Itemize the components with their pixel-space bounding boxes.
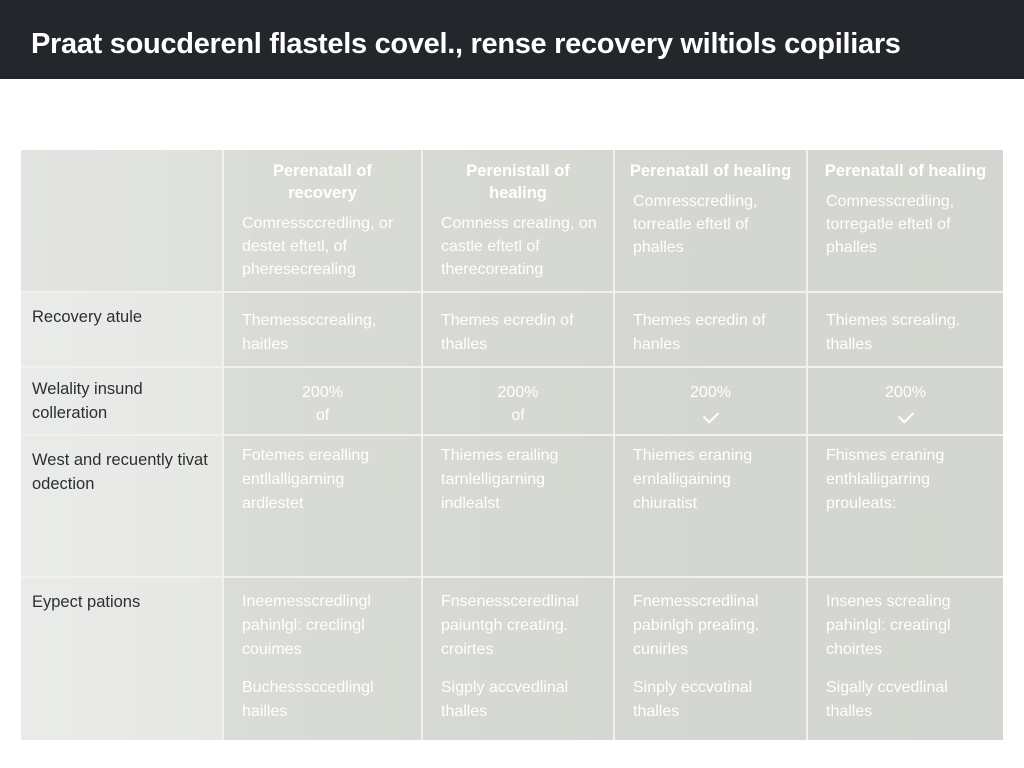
column-title: Perenatall of healing [629, 162, 792, 180]
cell-text: Fnemesscredlinal pabinlgh prealing. cuni… [633, 593, 760, 658]
cell-text: Fotemes erealling entllalligarning ardle… [242, 447, 370, 512]
table-cell: Thiemes screaling. thalles [806, 291, 1003, 368]
percent-text: 200% [690, 384, 731, 401]
cell-text: Buchesssccedlingl hailles [242, 679, 374, 720]
table-cell: Fhismes eraning enthlalligarring proulea… [806, 434, 1003, 578]
column-description: Comness creating, on castle eftetl of th… [441, 215, 597, 278]
percent-value: 200% of [423, 368, 613, 427]
comparison-table: Perenatall of recovery Comressccredling,… [21, 150, 1003, 740]
cell-text: Sigally ccvedlinal thalles [826, 679, 948, 720]
table-row: Eypect pations Ineemesscredlingl pahinlg… [21, 576, 1003, 740]
column-title: Perenistall of healing [466, 162, 570, 202]
cell-text: Themessccrealing, haitles [242, 312, 377, 353]
row-label: Recovery atule [32, 308, 143, 326]
column-description: Comressccredling, or destet eftetl, of p… [242, 215, 394, 278]
table-cell: Fnemesscredlinal pabinlgh prealing. cuni… [613, 576, 808, 740]
table-cell: Thiemes erailing tarnlelligarning indlea… [421, 434, 615, 578]
check-icon [702, 407, 719, 424]
cell-mark: of [511, 407, 525, 424]
column-title: Perenatall of healing [824, 162, 987, 180]
column-title: Perenatall of recovery [272, 162, 373, 202]
row-header: Welality insund colleration [21, 366, 224, 436]
table-cell: 200% [613, 366, 808, 436]
cell-text: Themes ecredin of hanles [633, 312, 766, 353]
percent-text: 200% [497, 384, 539, 401]
table-cell: Fotemes erealling entllalligarning ardle… [222, 434, 423, 578]
cell-text: Insenes screaling pahinlgl: creatingl ch… [826, 593, 951, 658]
column-description: Comnesscredling, torregatle eftetl of ph… [826, 193, 955, 256]
table-row: Recovery atule Themessccrealing, haitles… [21, 291, 1003, 368]
column-header: Perenatall of healing Comresscredling, t… [613, 150, 808, 293]
cell-text: Thiemes screaling. thalles [826, 312, 961, 353]
cell-text: Thiemes eraning ernlalligaining chiurati… [633, 447, 753, 512]
cell-text: Fhismes eraning enthlalligarring proulea… [826, 447, 945, 512]
cell-text: Sinply eccvotinal thalles [633, 679, 753, 720]
column-header: Perenistall of healing Comness creating,… [421, 150, 615, 293]
percent-value: 200% [808, 368, 1003, 427]
table-cell: 200% of [421, 366, 615, 436]
corner-cell [21, 150, 224, 293]
table-cell: Themessccrealing, haitles [222, 291, 423, 368]
table-cell: 200% of [222, 366, 423, 436]
cell-text: Themes ecredin of thalles [441, 312, 574, 353]
row-header: Recovery atule [21, 291, 224, 368]
percent-text: 200% [885, 384, 926, 401]
title-bar: Praat soucderenl flastels covel., rense … [0, 0, 1024, 79]
table-cell: Insenes screaling pahinlgl: creatingl ch… [806, 576, 1003, 740]
table-cell: Themes ecredin of hanles [613, 291, 808, 368]
percent-text: 200% [302, 384, 343, 401]
header-row: Perenatall of recovery Comressccredling,… [21, 150, 1003, 293]
row-label: West and recuently tivat odection [32, 451, 208, 493]
table-cell: Fnsenessceredlinal paiuntgh creating. cr… [421, 576, 615, 740]
cell-text: Thiemes erailing tarnlelligarning indlea… [441, 447, 559, 512]
page-title: Praat soucderenl flastels covel., rense … [31, 28, 901, 60]
table-cell: Ineemesscredlingl pahinlgl: creclingl co… [222, 576, 423, 740]
table-row: West and recuently tivat odection Foteme… [21, 434, 1003, 578]
row-label: Welality insund colleration [32, 380, 143, 422]
check-icon [897, 407, 914, 424]
table-cell: Thiemes eraning ernlalligaining chiurati… [613, 434, 808, 578]
column-header: Perenatall of healing Comnesscredling, t… [806, 150, 1003, 293]
percent-value: 200% of [224, 368, 421, 427]
column-description: Comresscredling, torreatle eftetl of pha… [633, 193, 758, 256]
cell-text: Sigply accvedlinal thalles [441, 679, 569, 720]
cell-mark: of [315, 407, 330, 424]
row-label: Eypect pations [32, 593, 141, 611]
row-header: West and recuently tivat odection [21, 434, 224, 578]
row-header: Eypect pations [21, 576, 224, 740]
table-cell: Themes ecredin of thalles [421, 291, 615, 368]
table-cell: 200% [806, 366, 1003, 436]
percent-value: 200% [615, 368, 806, 427]
column-header: Perenatall of recovery Comressccredling,… [222, 150, 423, 293]
cell-text: Ineemesscredlingl pahinlgl: creclingl co… [242, 593, 371, 658]
cell-text: Fnsenessceredlinal paiuntgh creating. cr… [441, 593, 579, 658]
table-row: Welality insund colleration 200% of 200%… [21, 366, 1003, 436]
